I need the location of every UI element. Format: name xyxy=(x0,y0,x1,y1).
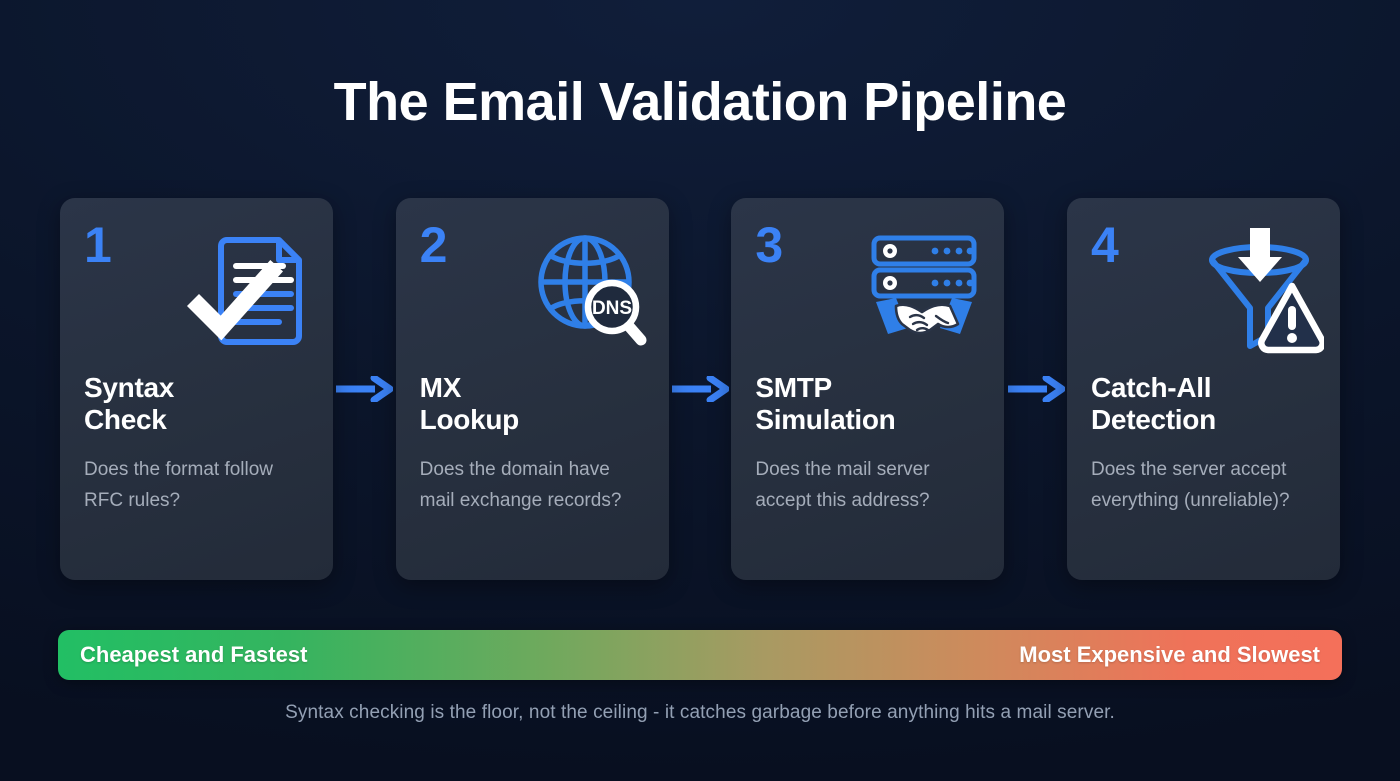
step-title-4-line1: Catch-All xyxy=(1091,372,1212,403)
step-description-1: Does the format follow RFC rules? xyxy=(84,458,274,511)
connector-1 xyxy=(333,198,396,580)
step-title-2-line1: MX xyxy=(419,372,462,403)
step-title-1-line1: Syntax xyxy=(84,372,175,403)
document-check-icon xyxy=(187,224,317,354)
step-description-4: Does the server accept everything (unrel… xyxy=(1091,458,1290,511)
page-title: The Email Validation Pipeline xyxy=(333,72,1067,132)
globe-dns-search-icon: DNS xyxy=(523,224,653,354)
step-title-4: Catch-All Detection xyxy=(1091,372,1316,437)
step-card-3[interactable]: 3 xyxy=(731,198,1005,580)
connector-2 xyxy=(669,198,732,580)
step-card-3-header: 3 xyxy=(755,220,980,364)
scale-label-left: Cheapest and Fastest xyxy=(80,642,308,667)
step-card-1[interactable]: 1 xyxy=(60,198,333,580)
step-description-3: Does the mail server accept this address… xyxy=(755,458,930,511)
step-number-3: 3 xyxy=(755,217,784,273)
step-card-2-header: 2 xyxy=(420,220,647,364)
step-card-1-header: 1 xyxy=(84,220,309,364)
step-card-2[interactable]: 2 xyxy=(395,198,669,580)
arrow-right-icon xyxy=(1007,376,1065,402)
step-title-3: SMTP Simulation xyxy=(755,372,980,437)
step-title-3-line1: SMTP xyxy=(755,372,832,403)
step-number-2: 2 xyxy=(419,217,448,273)
arrow-right-icon xyxy=(336,376,394,402)
step-number-4: 4 xyxy=(1091,217,1119,273)
scale-label-right: Most Expensive and Slowest xyxy=(1019,642,1320,667)
step-number-1: 1 xyxy=(84,217,112,273)
pipeline-steps: 1 xyxy=(60,198,1341,580)
cost-speed-scale-bar: Cheapest and Fastest Most Expensive and … xyxy=(58,630,1342,680)
footer-caption: Syntax checking is the floor, not the ce… xyxy=(285,702,1115,723)
step-card-4-header: 4 xyxy=(1091,220,1325,364)
step-title-4-line2: Detection xyxy=(1091,404,1216,436)
step-description-2: Does the domain have mail exchange recor… xyxy=(419,458,622,511)
connector-3 xyxy=(1004,198,1067,580)
step-title-1-line2: Check xyxy=(84,404,167,436)
arrow-right-icon xyxy=(672,376,729,402)
step-card-4[interactable]: 4 xyxy=(1067,198,1341,580)
step-title-1: Syntax Check xyxy=(84,372,309,437)
server-handshake-icon xyxy=(858,224,988,354)
step-title-2-line2: Lookup xyxy=(419,404,520,436)
step-title-3-line2: Simulation xyxy=(755,404,896,436)
funnel-warning-icon xyxy=(1194,224,1325,354)
dns-icon-label: DNS xyxy=(592,298,632,319)
step-title-2: MX Lookup xyxy=(420,372,645,437)
